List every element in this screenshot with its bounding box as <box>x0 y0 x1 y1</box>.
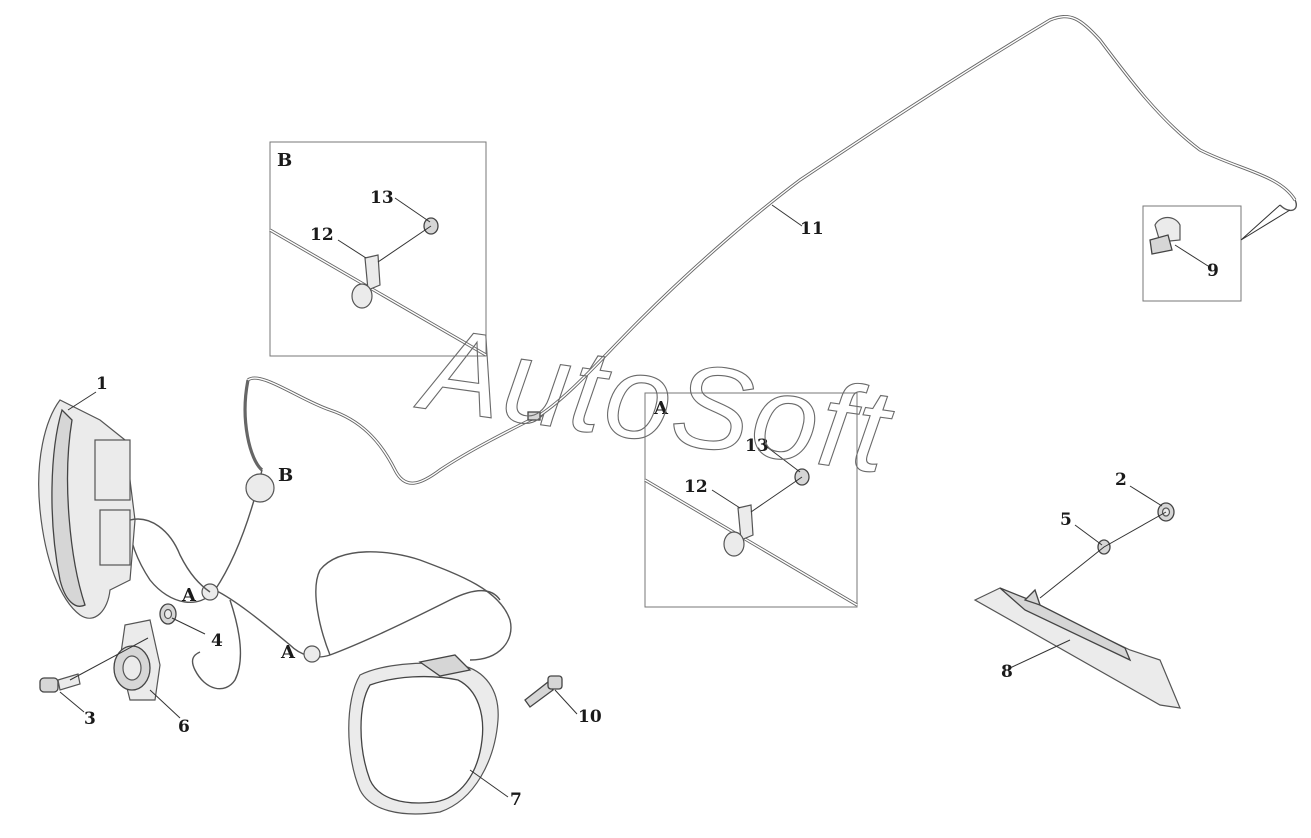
callout-12-detail-a: 12 <box>684 477 708 497</box>
detail-box-b <box>269 141 487 357</box>
detail-box-a <box>644 392 858 608</box>
horn-bracket <box>113 619 161 701</box>
callout-3: 3 <box>84 709 96 729</box>
detail-box-9 <box>1142 204 1291 302</box>
callout-8: 8 <box>1001 662 1013 682</box>
callout-12-detail-b: 12 <box>310 225 334 245</box>
hose-clip <box>527 411 541 421</box>
callout-7: 7 <box>510 790 522 810</box>
lamp-bezel <box>348 654 499 815</box>
trim-bar <box>973 587 1181 709</box>
hose-assembly <box>127 15 1297 690</box>
bolt-3 <box>39 673 81 693</box>
grommet-b <box>245 473 275 503</box>
callout-4: 4 <box>211 631 223 651</box>
callout-5: 5 <box>1060 510 1072 530</box>
detail-b-label: B <box>277 150 292 171</box>
lamp-housing <box>38 399 211 619</box>
nut-4 <box>159 603 177 625</box>
bolt-10 <box>524 675 563 708</box>
pointer-b-label: B <box>278 465 293 486</box>
callout-10: 10 <box>578 707 602 727</box>
detail-a-label: A <box>653 398 669 419</box>
pointer-a-left-label: A <box>181 585 197 606</box>
watermark: AutoSoft <box>410 302 901 499</box>
leader-lines <box>59 197 1209 798</box>
pointer-a-right-label: A <box>280 642 296 663</box>
callout-13-detail-b: 13 <box>370 188 394 208</box>
callout-13-detail-a: 13 <box>745 436 769 456</box>
callout-6: 6 <box>178 717 190 737</box>
callout-1: 1 <box>96 374 108 394</box>
callout-9: 9 <box>1207 261 1219 281</box>
callout-2: 2 <box>1115 470 1127 490</box>
clip-a-right <box>303 645 321 663</box>
callout-11: 11 <box>800 219 824 239</box>
